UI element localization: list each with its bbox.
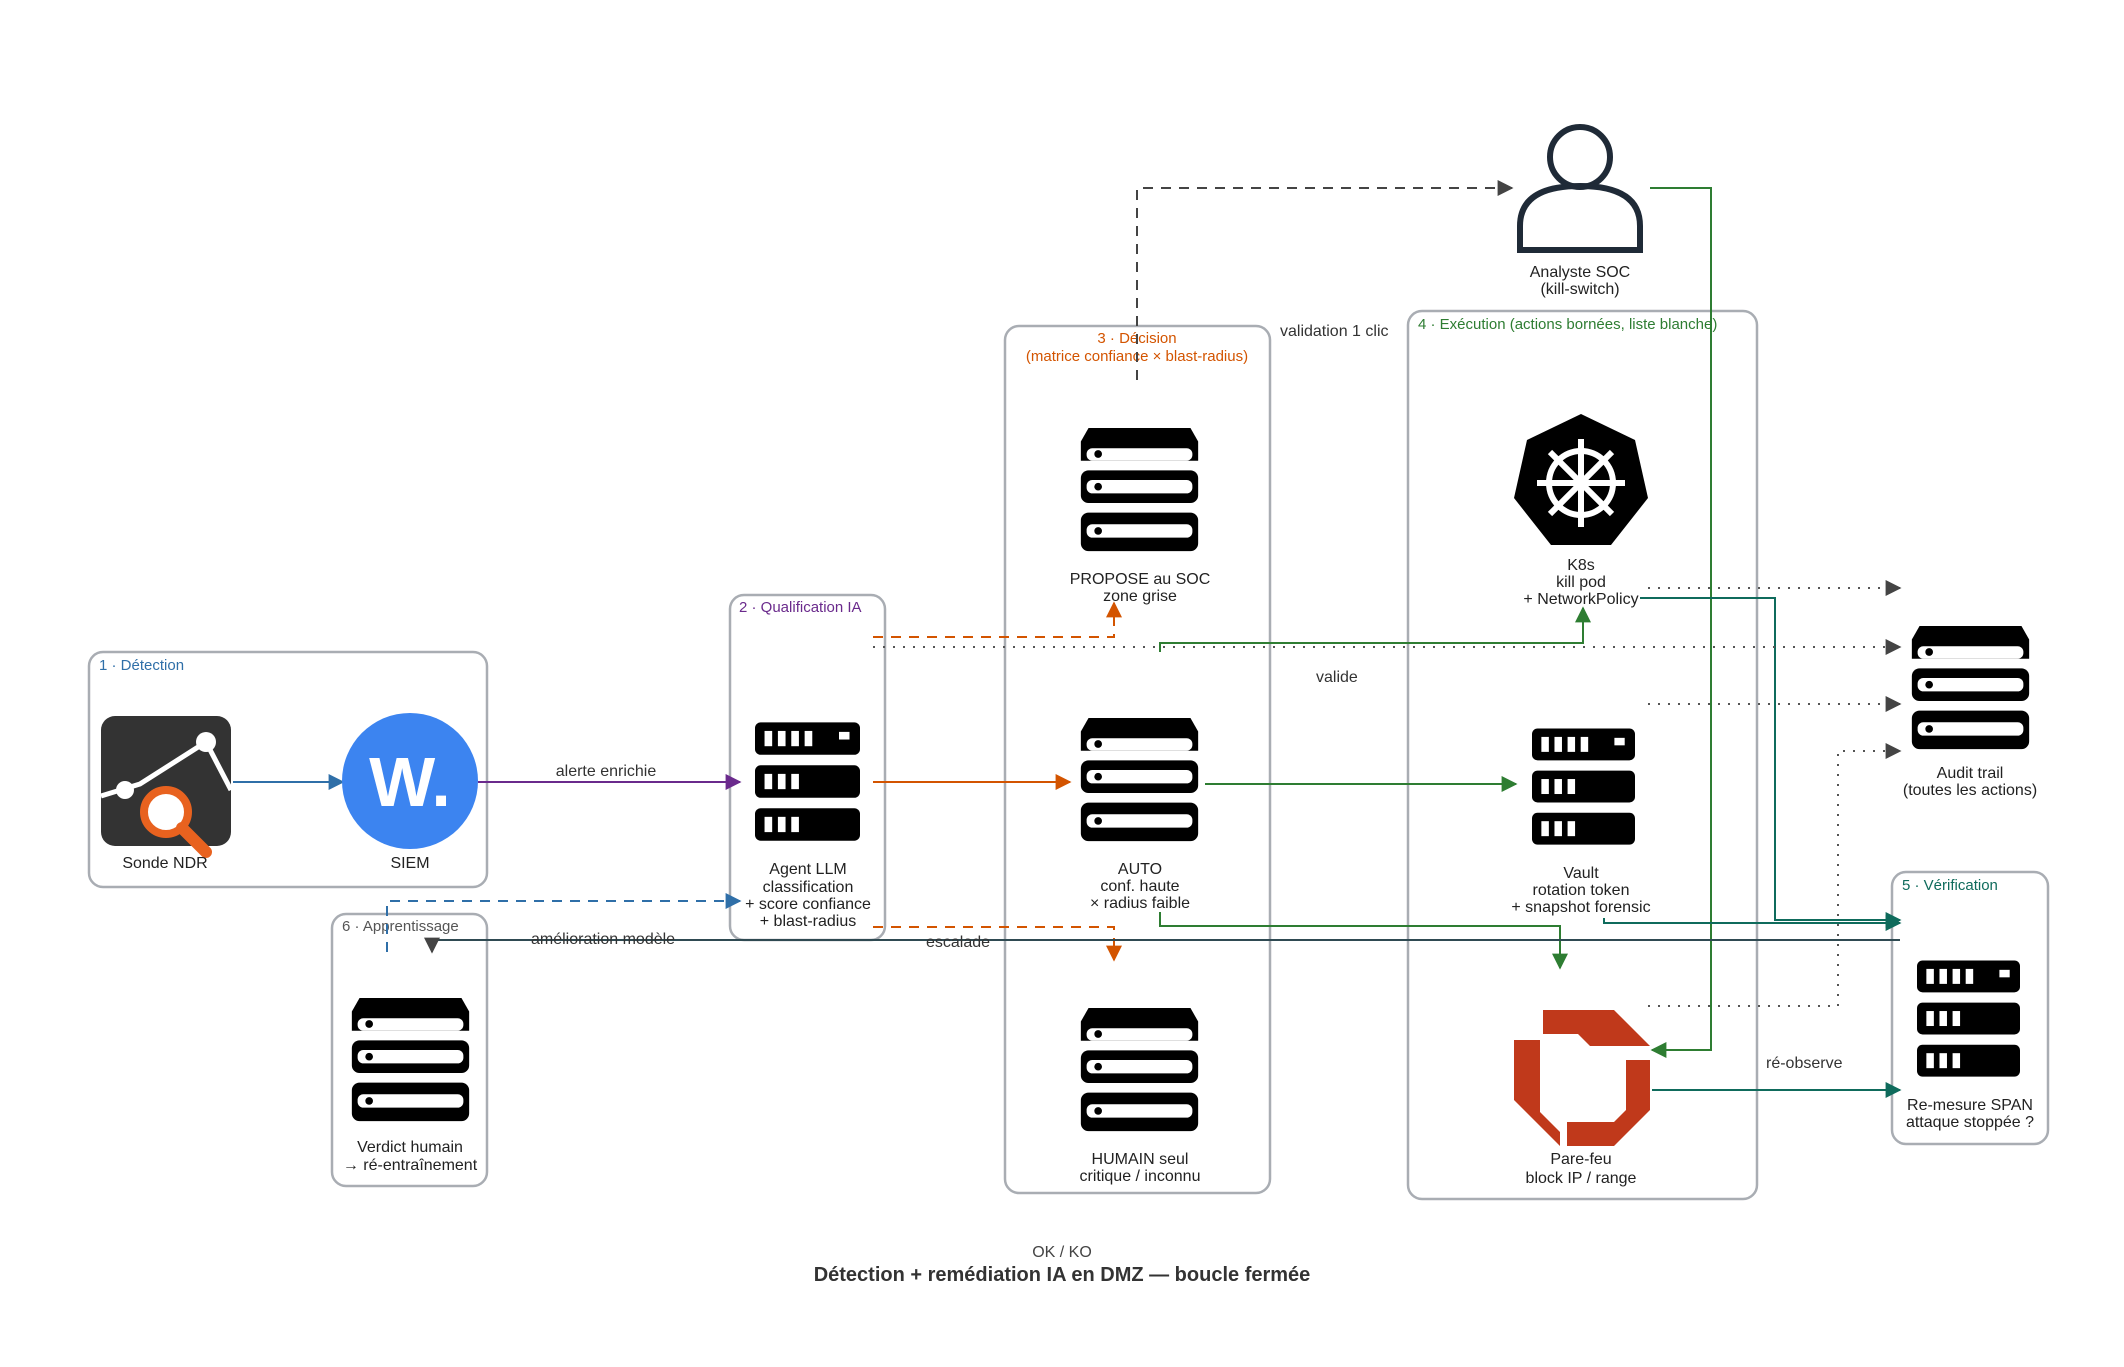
- ndr-probe-icon: [100, 716, 234, 858]
- node-auto-line-3: × radius faible: [1090, 895, 1190, 912]
- edge-agent-propose: [873, 601, 1122, 638]
- node-k8s-line-2: kill pod: [1556, 574, 1606, 591]
- node-agent-llm[interactable]: Agent LLM classification + score confian…: [745, 722, 871, 930]
- edge-label-validation: validation 1 clic: [1280, 323, 1389, 340]
- edge-agent-humain: [873, 926, 1122, 962]
- edge-label-valide: valide: [1316, 669, 1358, 686]
- database-icon: [1080, 428, 1199, 552]
- group-qualification-label: 2 · Qualification IA: [739, 599, 862, 616]
- node-siem[interactable]: W. SIEM: [342, 713, 478, 872]
- group-verification-label: 5 · Vérification: [1902, 877, 1998, 894]
- database-icon: [1911, 626, 2030, 750]
- edge-label-escalade: escalade: [926, 934, 990, 951]
- node-verdict-line-2: → ré-entraînement: [343, 1157, 478, 1174]
- edge-analyste-parefeu: [1650, 187, 1712, 1058]
- node-vault-line-1: Vault: [1563, 865, 1599, 882]
- edge-propose-analyste: [1136, 180, 1514, 380]
- edge-remesure-verdict: [424, 937, 1900, 954]
- node-propose-line-1: PROPOSE au SOC: [1070, 571, 1211, 588]
- node-vault-line-3: + snapshot forensic: [1511, 899, 1650, 916]
- database-icon: [1080, 1008, 1199, 1132]
- node-propose-line-2: zone grise: [1103, 588, 1177, 605]
- node-agent-line-4: + blast-radius: [760, 913, 857, 930]
- group-execution: 4 · Exécution (actions bornées, liste bl…: [1406, 309, 1759, 1201]
- node-audit-line-1: Audit trail: [1937, 765, 2004, 782]
- diagram-title: Détection + remédiation IA en DMZ — bouc…: [813, 1264, 1311, 1286]
- edge-k8s-remesure: [1640, 597, 1902, 928]
- node-remesure[interactable]: Re-mesure SPAN attaque stoppée ?: [1906, 960, 2034, 1131]
- node-vault-line-2: rotation token: [1533, 882, 1630, 899]
- node-auto[interactable]: AUTO conf. haute × radius faible: [1080, 718, 1199, 912]
- node-agent-line-1: Agent LLM: [769, 861, 846, 878]
- user-icon: [1517, 124, 1643, 253]
- node-k8s-line-1: K8s: [1567, 557, 1595, 574]
- node-humain[interactable]: HUMAIN seul critique / inconnu: [1080, 1008, 1201, 1185]
- kubernetes-icon: [1514, 414, 1648, 545]
- node-auto-line-2: conf. haute: [1100, 878, 1179, 895]
- group-execution-label: 4 · Exécution (actions bornées, liste bl…: [1418, 316, 1717, 333]
- edge-label-reobserve: ré-observe: [1766, 1055, 1843, 1072]
- node-verdict-line-1: Verdict humain: [357, 1139, 463, 1156]
- node-parefeu-line-1: Pare-feu: [1550, 1151, 1611, 1168]
- node-agent-line-2: classification: [763, 879, 854, 896]
- node-siem-label: SIEM: [390, 855, 429, 872]
- node-verdict[interactable]: Verdict humain → ré-entraînement: [343, 998, 478, 1174]
- group-apprentissage-label: 6 · Apprentissage: [342, 918, 459, 935]
- node-agent-line-3: + score confiance: [745, 896, 871, 913]
- server-icon: [755, 722, 860, 841]
- group-verification: 5 · Vérification: [1890, 870, 2050, 1146]
- node-ndr-label: Sonde NDR: [122, 855, 207, 872]
- edge-auto-k8s: [1159, 606, 1591, 652]
- edge-label-amelioration: amélioration modèle: [531, 931, 675, 948]
- node-auto-line-1: AUTO: [1118, 861, 1162, 878]
- server-icon: [1917, 960, 2020, 1077]
- database-icon: [351, 998, 470, 1122]
- node-remesure-line-2: attaque stoppée ?: [1906, 1114, 2034, 1131]
- node-ndr[interactable]: Sonde NDR: [100, 716, 234, 872]
- wazuh-logo: W.: [342, 713, 478, 849]
- firewall-icon: [1514, 1010, 1650, 1146]
- node-propose[interactable]: PROPOSE au SOC zone grise: [1070, 428, 1211, 605]
- siem-logo-text: W.: [369, 743, 451, 821]
- node-audit[interactable]: Audit trail (toutes les actions): [1903, 626, 2037, 799]
- edge-auto-parefeu: [1159, 912, 1568, 970]
- group-apprentissage: 6 · Apprentissage: [330, 912, 489, 1188]
- group-detection-label: 1 · Détection: [99, 657, 184, 674]
- server-icon: [1532, 728, 1635, 845]
- node-vault[interactable]: Vault rotation token + snapshot forensic: [1511, 728, 1651, 916]
- legend-ok-ko: OK / KO: [1032, 1244, 1092, 1261]
- node-analyste[interactable]: Analyste SOC (kill-switch): [1517, 124, 1643, 298]
- node-audit-line-2: (toutes les actions): [1903, 782, 2037, 799]
- node-humain-line-1: HUMAIN seul: [1092, 1151, 1189, 1168]
- node-analyste-line-1: Analyste SOC: [1530, 264, 1630, 281]
- node-k8s[interactable]: K8s kill pod + NetworkPolicy: [1514, 414, 1648, 608]
- edge-vault-remesure: [1603, 915, 1902, 931]
- node-remesure-line-1: Re-mesure SPAN: [1907, 1097, 2033, 1114]
- database-icon: [1080, 718, 1199, 842]
- node-analyste-line-2: (kill-switch): [1540, 281, 1619, 298]
- node-parefeu-line-2: block IP / range: [1526, 1170, 1637, 1187]
- edge-label-alerte: alerte enrichie: [556, 763, 657, 780]
- node-k8s-line-3: + NetworkPolicy: [1523, 591, 1638, 608]
- group-detection: 1 · Détection: [87, 650, 489, 889]
- node-humain-line-2: critique / inconnu: [1080, 1168, 1201, 1185]
- node-parefeu[interactable]: Pare-feu block IP / range: [1514, 1010, 1650, 1187]
